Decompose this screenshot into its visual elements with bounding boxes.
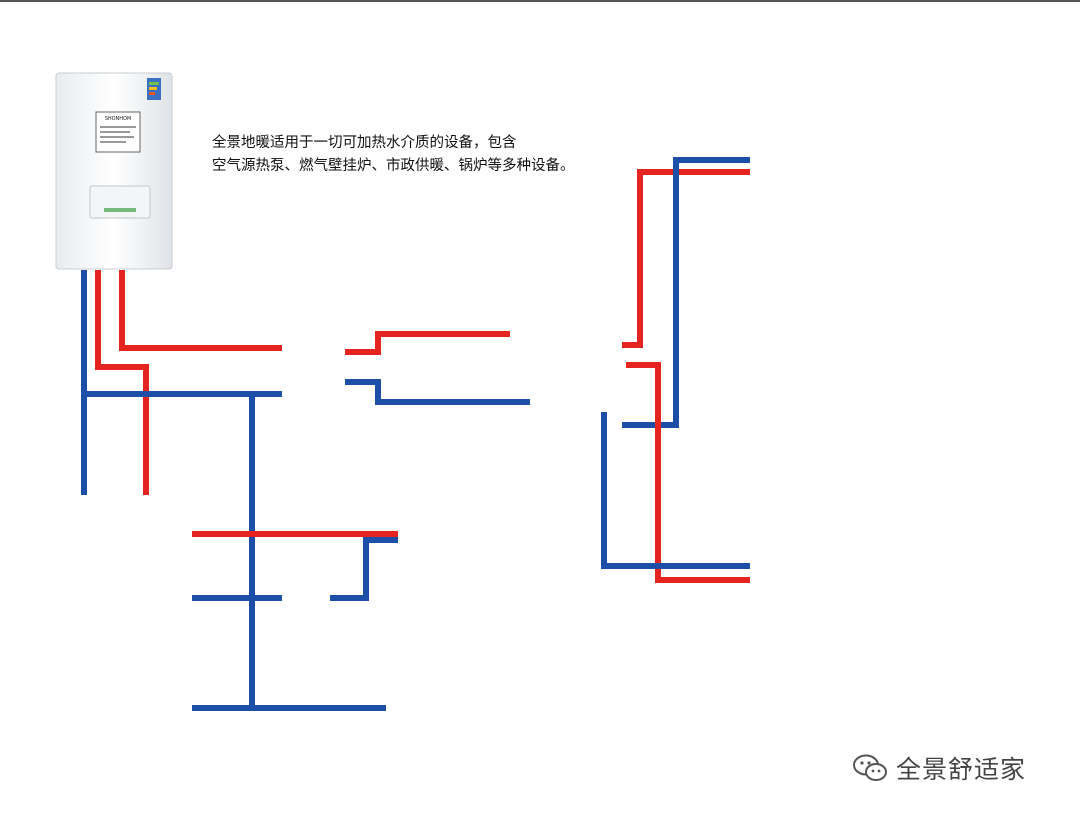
wechat-icon <box>853 754 887 781</box>
cold-pipe-upper-floor <box>622 157 750 428</box>
cold-pipe-lower-floor <box>601 412 750 569</box>
hot-pipe-boiler-tank <box>95 270 149 495</box>
caption-line-1: 全景地暖适用于一切可加热水介质的设备，包含 <box>212 135 517 151</box>
boiler-brand: SHONHOM <box>105 116 132 122</box>
hot-pipe-to-manifold <box>345 331 510 355</box>
hot-pipe-upper-floor <box>622 169 750 348</box>
hot-pipe-lower-floor <box>626 362 750 583</box>
wall-boiler: SHONHOM <box>55 72 173 270</box>
watermark-text: 全景舒适家 <box>896 755 1027 784</box>
hot-pipe-boiler-separator <box>119 270 282 351</box>
watermark: 全景舒适家 <box>852 750 1026 786</box>
boiler-control-panel <box>89 185 151 219</box>
boiler-label-plate <box>95 111 141 153</box>
caption-line-2: 空气源热泵、燃气壁挂炉、市政供暖、锅炉等多种设备。 <box>212 158 575 174</box>
cold-pipe-to-manifold <box>345 379 530 405</box>
system-description: 全景地暖适用于一切可加热水介质的设备，包含 空气源热泵、燃气壁挂炉、市政供暖、锅… <box>212 132 575 178</box>
pipes <box>81 157 750 711</box>
cold-pipe-circ-return <box>330 537 398 601</box>
